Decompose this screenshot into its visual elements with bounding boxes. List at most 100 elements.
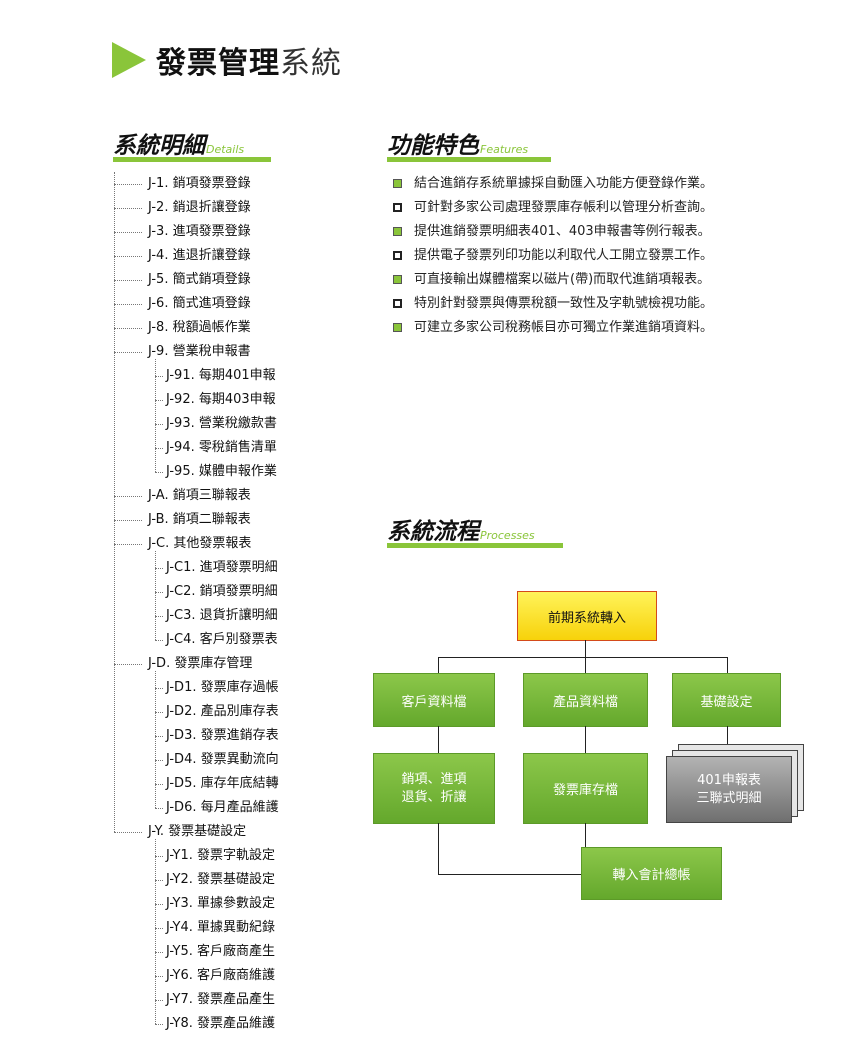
flow-box-accounting-ledger: 轉入會計總帳 — [581, 847, 722, 900]
tree-subitem[interactable]: J-93. 營業稅繳款書 — [166, 416, 277, 431]
feature-text: 提供進銷發票明細表401、403申報書等例行報表。 — [414, 224, 711, 239]
tree-branch-line — [155, 712, 163, 713]
tree-branch-line — [155, 760, 163, 761]
square-bullet-icon — [393, 275, 402, 284]
flow-box-line: 401申報表 — [697, 772, 761, 788]
tree-item[interactable]: J-A. 銷項三聯報表 — [148, 488, 251, 503]
tree-item[interactable]: J-C. 其他發票報表 — [148, 536, 252, 551]
feature-text: 特別針對發票與傳票稅額一致性及字軌號檢視功能。 — [414, 296, 714, 311]
tree-subitem[interactable]: J-Y2. 發票基礎設定 — [166, 872, 275, 887]
feature-text: 可針對多家公司處理發票庫存帳利以管理分析查詢。 — [414, 200, 714, 215]
section-title-en: Details — [206, 143, 245, 156]
tree-subitem[interactable]: J-Y3. 單據參數設定 — [166, 896, 275, 911]
page-title: 發票管理系統 — [156, 38, 342, 82]
square-bullet-icon — [393, 251, 402, 260]
connector — [438, 823, 439, 875]
tree-branch-line — [155, 568, 163, 569]
tree-subitem[interactable]: J-C4. 客戶別發票表 — [166, 632, 278, 647]
flow-box-sales-purchase: 銷項、進項 退貨、折讓 — [373, 753, 495, 824]
feature-text: 結合進銷存系統單據採自動匯入功能方便登錄作業。 — [414, 176, 714, 191]
section-title-zh: 系統流程 — [387, 519, 479, 545]
tree-branch-line — [155, 640, 163, 641]
tree-item[interactable]: J-B. 銷項二聯報表 — [148, 512, 251, 527]
connector — [727, 726, 728, 744]
tree-item[interactable]: J-Y. 發票基礎設定 — [148, 824, 247, 839]
feature-text: 可直接輸出媒體檔案以磁片(帶)而取代進銷項報表。 — [414, 272, 711, 287]
tree-subitem[interactable]: J-92. 每期403申報 — [166, 392, 276, 407]
flow-box-line: 退貨、折讓 — [401, 789, 467, 805]
tree-branch-line — [155, 688, 163, 689]
connector — [438, 726, 439, 753]
flow-box-base-settings: 基礎設定 — [672, 673, 781, 727]
tree-item[interactable]: J-4. 進退折讓登錄 — [148, 248, 251, 263]
tree-sub-line — [155, 551, 156, 640]
tree-subitem[interactable]: J-91. 每期401申報 — [166, 368, 276, 383]
tree-branch-line — [155, 400, 163, 401]
connector — [585, 823, 586, 847]
tree-subitem[interactable]: J-Y4. 單據異動紀錄 — [166, 920, 275, 935]
tree-branch-line — [114, 280, 142, 281]
tree-branch-line — [114, 520, 142, 521]
tree-subitem[interactable]: J-D6. 每月產品維護 — [166, 800, 279, 815]
tree-branch-line — [114, 664, 142, 665]
tree-subitem[interactable]: J-D4. 發票異動流向 — [166, 752, 279, 767]
connector — [438, 657, 728, 658]
tree-branch-line — [155, 976, 163, 977]
tree-subitem[interactable]: J-95. 媒體申報作業 — [166, 464, 277, 479]
tree-branch-line — [155, 592, 163, 593]
connector — [585, 640, 586, 658]
tree-branch-line — [155, 880, 163, 881]
tree-branch-line — [114, 544, 142, 545]
tree-subitem[interactable]: J-Y5. 客戶廠商產生 — [166, 944, 275, 959]
tree-item[interactable]: J-9. 營業稅申報書 — [148, 344, 251, 359]
tree-subitem[interactable]: J-D5. 庫存年底結轉 — [166, 776, 279, 791]
tree-subitem[interactable]: J-Y1. 發票字軌設定 — [166, 848, 275, 863]
tree-item[interactable]: J-1. 銷項發票登錄 — [148, 176, 251, 191]
section-title-en: Features — [480, 143, 529, 156]
section-title-zh: 系統明細 — [113, 133, 205, 159]
tree-branch-line — [114, 328, 142, 329]
tree-branch-line — [114, 304, 142, 305]
tree-subitem[interactable]: J-C1. 進項發票明細 — [166, 560, 278, 575]
tree-branch-line — [155, 952, 163, 953]
tree-subitem[interactable]: J-94. 零稅銷售清單 — [166, 440, 277, 455]
tree-subitem[interactable]: J-D1. 發票庫存過帳 — [166, 680, 279, 695]
section-details-title: 系統明細Details — [113, 126, 271, 162]
tree-branch-line — [114, 232, 142, 233]
section-underline — [387, 157, 551, 162]
flow-box-line: 三聯式明細 — [696, 790, 762, 806]
connector — [585, 726, 586, 753]
tree-subitem[interactable]: J-D2. 產品別庫存表 — [166, 704, 279, 719]
tree-subitem[interactable]: J-Y6. 客戶廠商維護 — [166, 968, 275, 983]
tree-branch-line — [155, 736, 163, 737]
tree-item[interactable]: J-2. 銷退折讓登錄 — [148, 200, 251, 215]
section-underline — [387, 543, 563, 548]
tree-item[interactable]: J-5. 簡式銷項登錄 — [148, 272, 251, 287]
tree-item[interactable]: J-3. 進項發票登錄 — [148, 224, 251, 239]
flow-box-customer: 客戶資料檔 — [373, 673, 495, 727]
tree-subitem[interactable]: J-Y7. 發票產品產生 — [166, 992, 275, 1007]
tree-sub-line — [155, 359, 156, 472]
section-processes-title: 系統流程Processes — [387, 512, 563, 548]
square-bullet-icon — [393, 323, 402, 332]
connector — [585, 657, 586, 673]
connector — [438, 874, 581, 875]
flow-box-reports: 401申報表 三聯式明細 — [666, 756, 792, 823]
section-underline — [113, 157, 271, 162]
tree-main-line — [114, 172, 115, 832]
tree-subitem[interactable]: J-Y8. 發票產品維護 — [166, 1016, 275, 1031]
tree-subitem[interactable]: J-C3. 退貨折讓明細 — [166, 608, 278, 623]
tree-subitem[interactable]: J-C2. 銷項發票明細 — [166, 584, 278, 599]
tree-item[interactable]: J-8. 稅額過帳作業 — [148, 320, 251, 335]
tree-subitem[interactable]: J-D3. 發票進銷存表 — [166, 728, 279, 743]
square-bullet-icon — [393, 299, 402, 308]
connector — [438, 657, 439, 673]
tree-item[interactable]: J-D. 發票庫存管理 — [148, 656, 253, 671]
flow-box-inventory: 發票庫存檔 — [523, 753, 648, 824]
tree-branch-line — [155, 448, 163, 449]
tree-branch-line — [155, 424, 163, 425]
square-bullet-icon — [393, 179, 402, 188]
tree-branch-line — [155, 808, 163, 809]
tree-branch-line — [114, 496, 142, 497]
tree-item[interactable]: J-6. 簡式進項登錄 — [148, 296, 251, 311]
